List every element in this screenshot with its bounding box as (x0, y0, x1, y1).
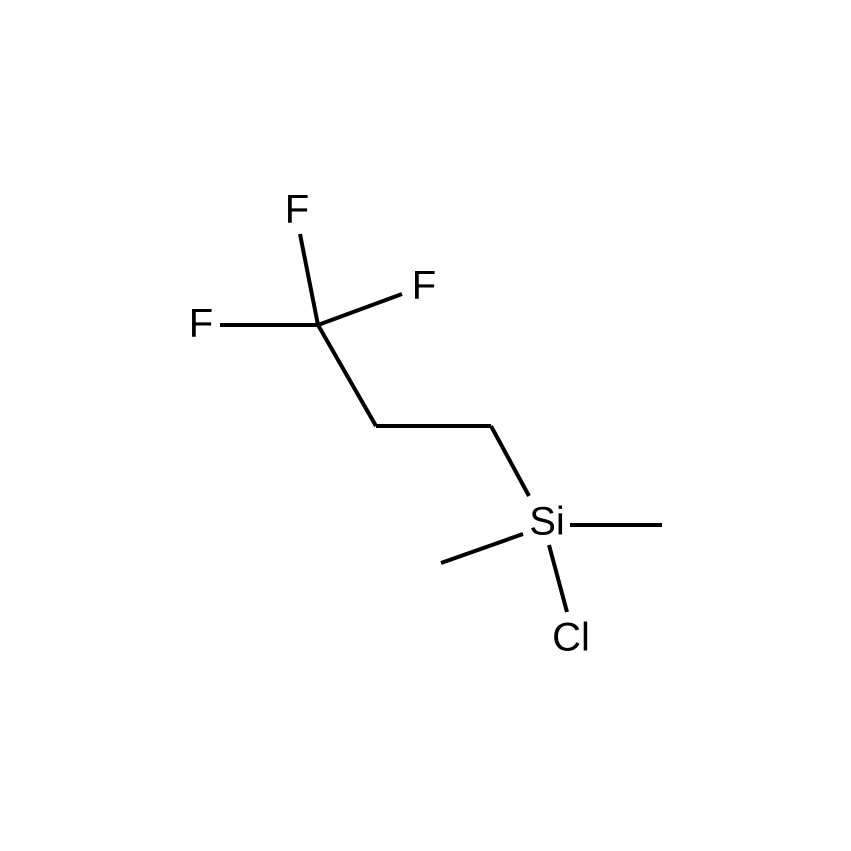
bond-cf3-f-top (298, 233, 320, 326)
bond-cf3-f-right (317, 292, 403, 327)
bond-si-cl (547, 544, 569, 613)
bond-si-methyl-left (440, 532, 524, 565)
atom-label-si: Si (529, 500, 565, 544)
atom-label-cl: Cl (552, 616, 590, 660)
bond-cf3-ch2 (316, 324, 378, 427)
atom-label-f-left: F (189, 302, 213, 346)
bond-ch2-si (489, 425, 531, 497)
atom-label-f-right: F (412, 264, 436, 308)
atom-label-f-top: F (285, 188, 309, 232)
